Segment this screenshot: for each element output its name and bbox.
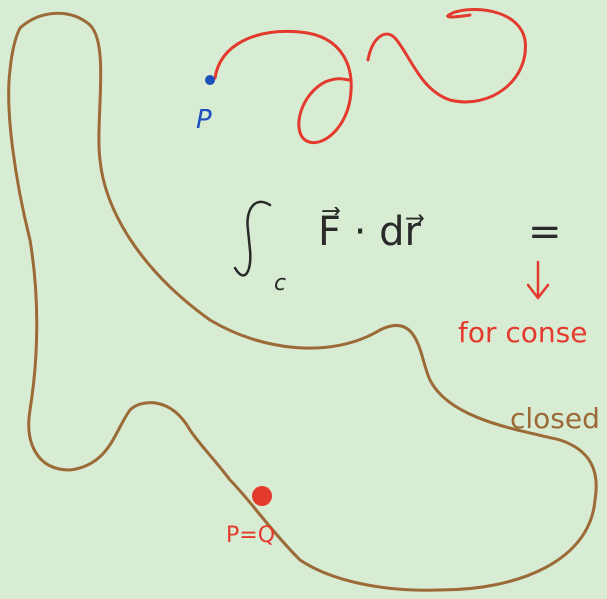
equals-sign: = (528, 209, 562, 255)
annotation-line-1: for conse (458, 316, 588, 349)
annotation-line-2: closed (510, 402, 600, 435)
down-arrow (526, 260, 550, 300)
integral-body: F⃗ · dr⃗ (318, 207, 424, 255)
point-p-label: P (196, 105, 212, 135)
closed-curve (7, 11, 598, 592)
open-path (213, 29, 353, 144)
integral-subscript: c (274, 271, 286, 296)
open-path-tilde (366, 8, 527, 104)
integral-sign (233, 200, 272, 277)
point-p-eq-q-dot (252, 486, 272, 506)
point-p-dot (205, 75, 215, 85)
point-p-eq-q-label: P=Q (226, 523, 275, 548)
